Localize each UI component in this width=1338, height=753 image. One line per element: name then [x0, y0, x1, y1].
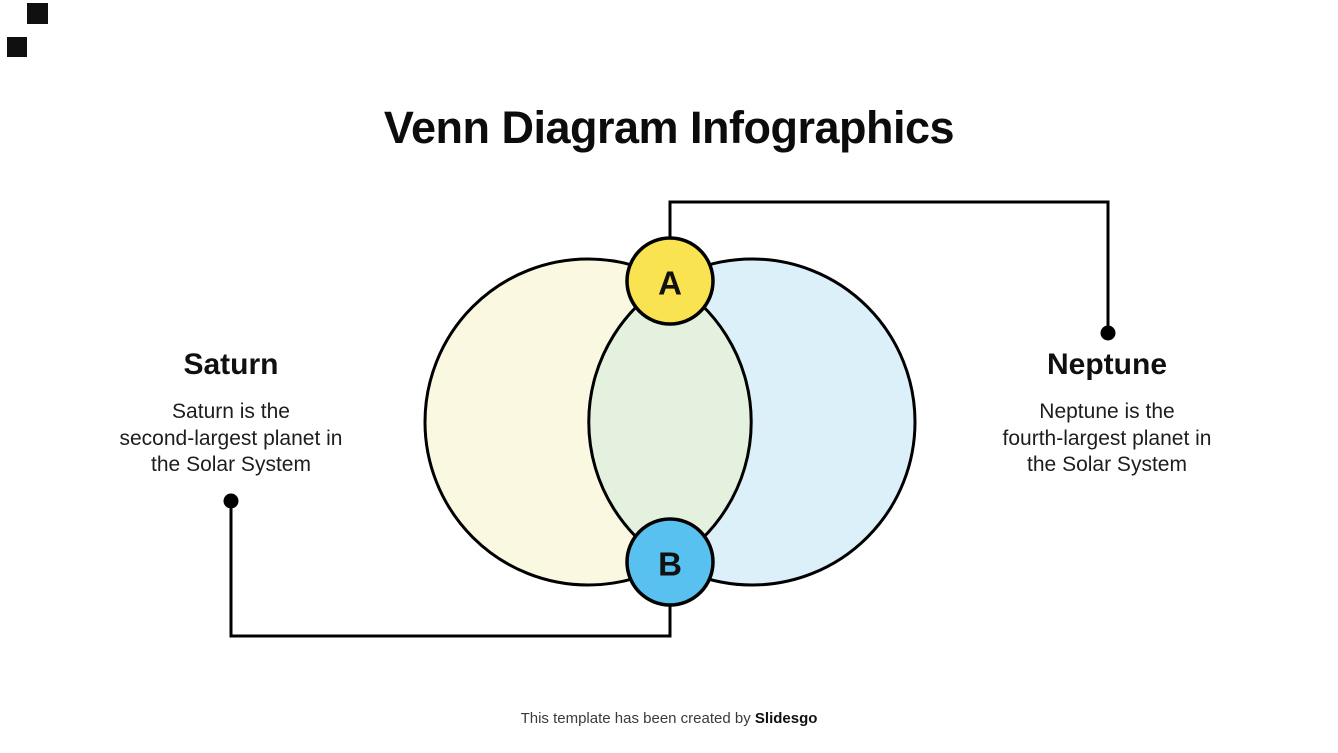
item-saturn: Saturn Saturn is the second-largest plan… — [59, 348, 403, 479]
page-title: Venn Diagram Infographics — [383, 102, 955, 154]
corner-square-decor-bottom — [7, 37, 27, 57]
footer-credit-text: This template has been created by — [520, 710, 755, 727]
neptune-desc-line-1: Neptune is the — [1039, 400, 1175, 423]
footer-credit: This template has been created by Slides… — [0, 710, 1338, 727]
footer-brand-name: Slidesgo — [754, 710, 818, 727]
neptune-desc-line-2: fourth-largest planet in — [1002, 426, 1212, 450]
saturn-desc-line-2: second-largest planet in — [119, 426, 343, 450]
neptune-desc-line-3: the Solar System — [1027, 453, 1187, 476]
item-description-neptune: Neptune is the fourth-largest planet in … — [935, 399, 1279, 479]
node-a-label: A — [658, 265, 682, 302]
item-heading-saturn: Saturn — [183, 348, 279, 381]
saturn-desc-line-1: Saturn is the — [172, 400, 290, 423]
item-description-saturn: Saturn is the second-largest planet in t… — [59, 399, 403, 479]
node-a-circle — [625, 236, 715, 326]
corner-square-decor-top — [27, 3, 48, 24]
node-b-circle — [625, 517, 715, 607]
connector-a-endpoint-dot — [1100, 325, 1116, 341]
item-heading-neptune: Neptune — [1047, 348, 1167, 381]
connector-b-line — [229, 505, 672, 638]
node-b-label: B — [658, 546, 682, 583]
connector-a-line — [668, 200, 1110, 330]
saturn-desc-line-3: the Solar System — [151, 453, 311, 476]
item-neptune: Neptune Neptune is the fourth-largest pl… — [935, 348, 1279, 479]
connector-b-endpoint-dot — [223, 493, 239, 509]
